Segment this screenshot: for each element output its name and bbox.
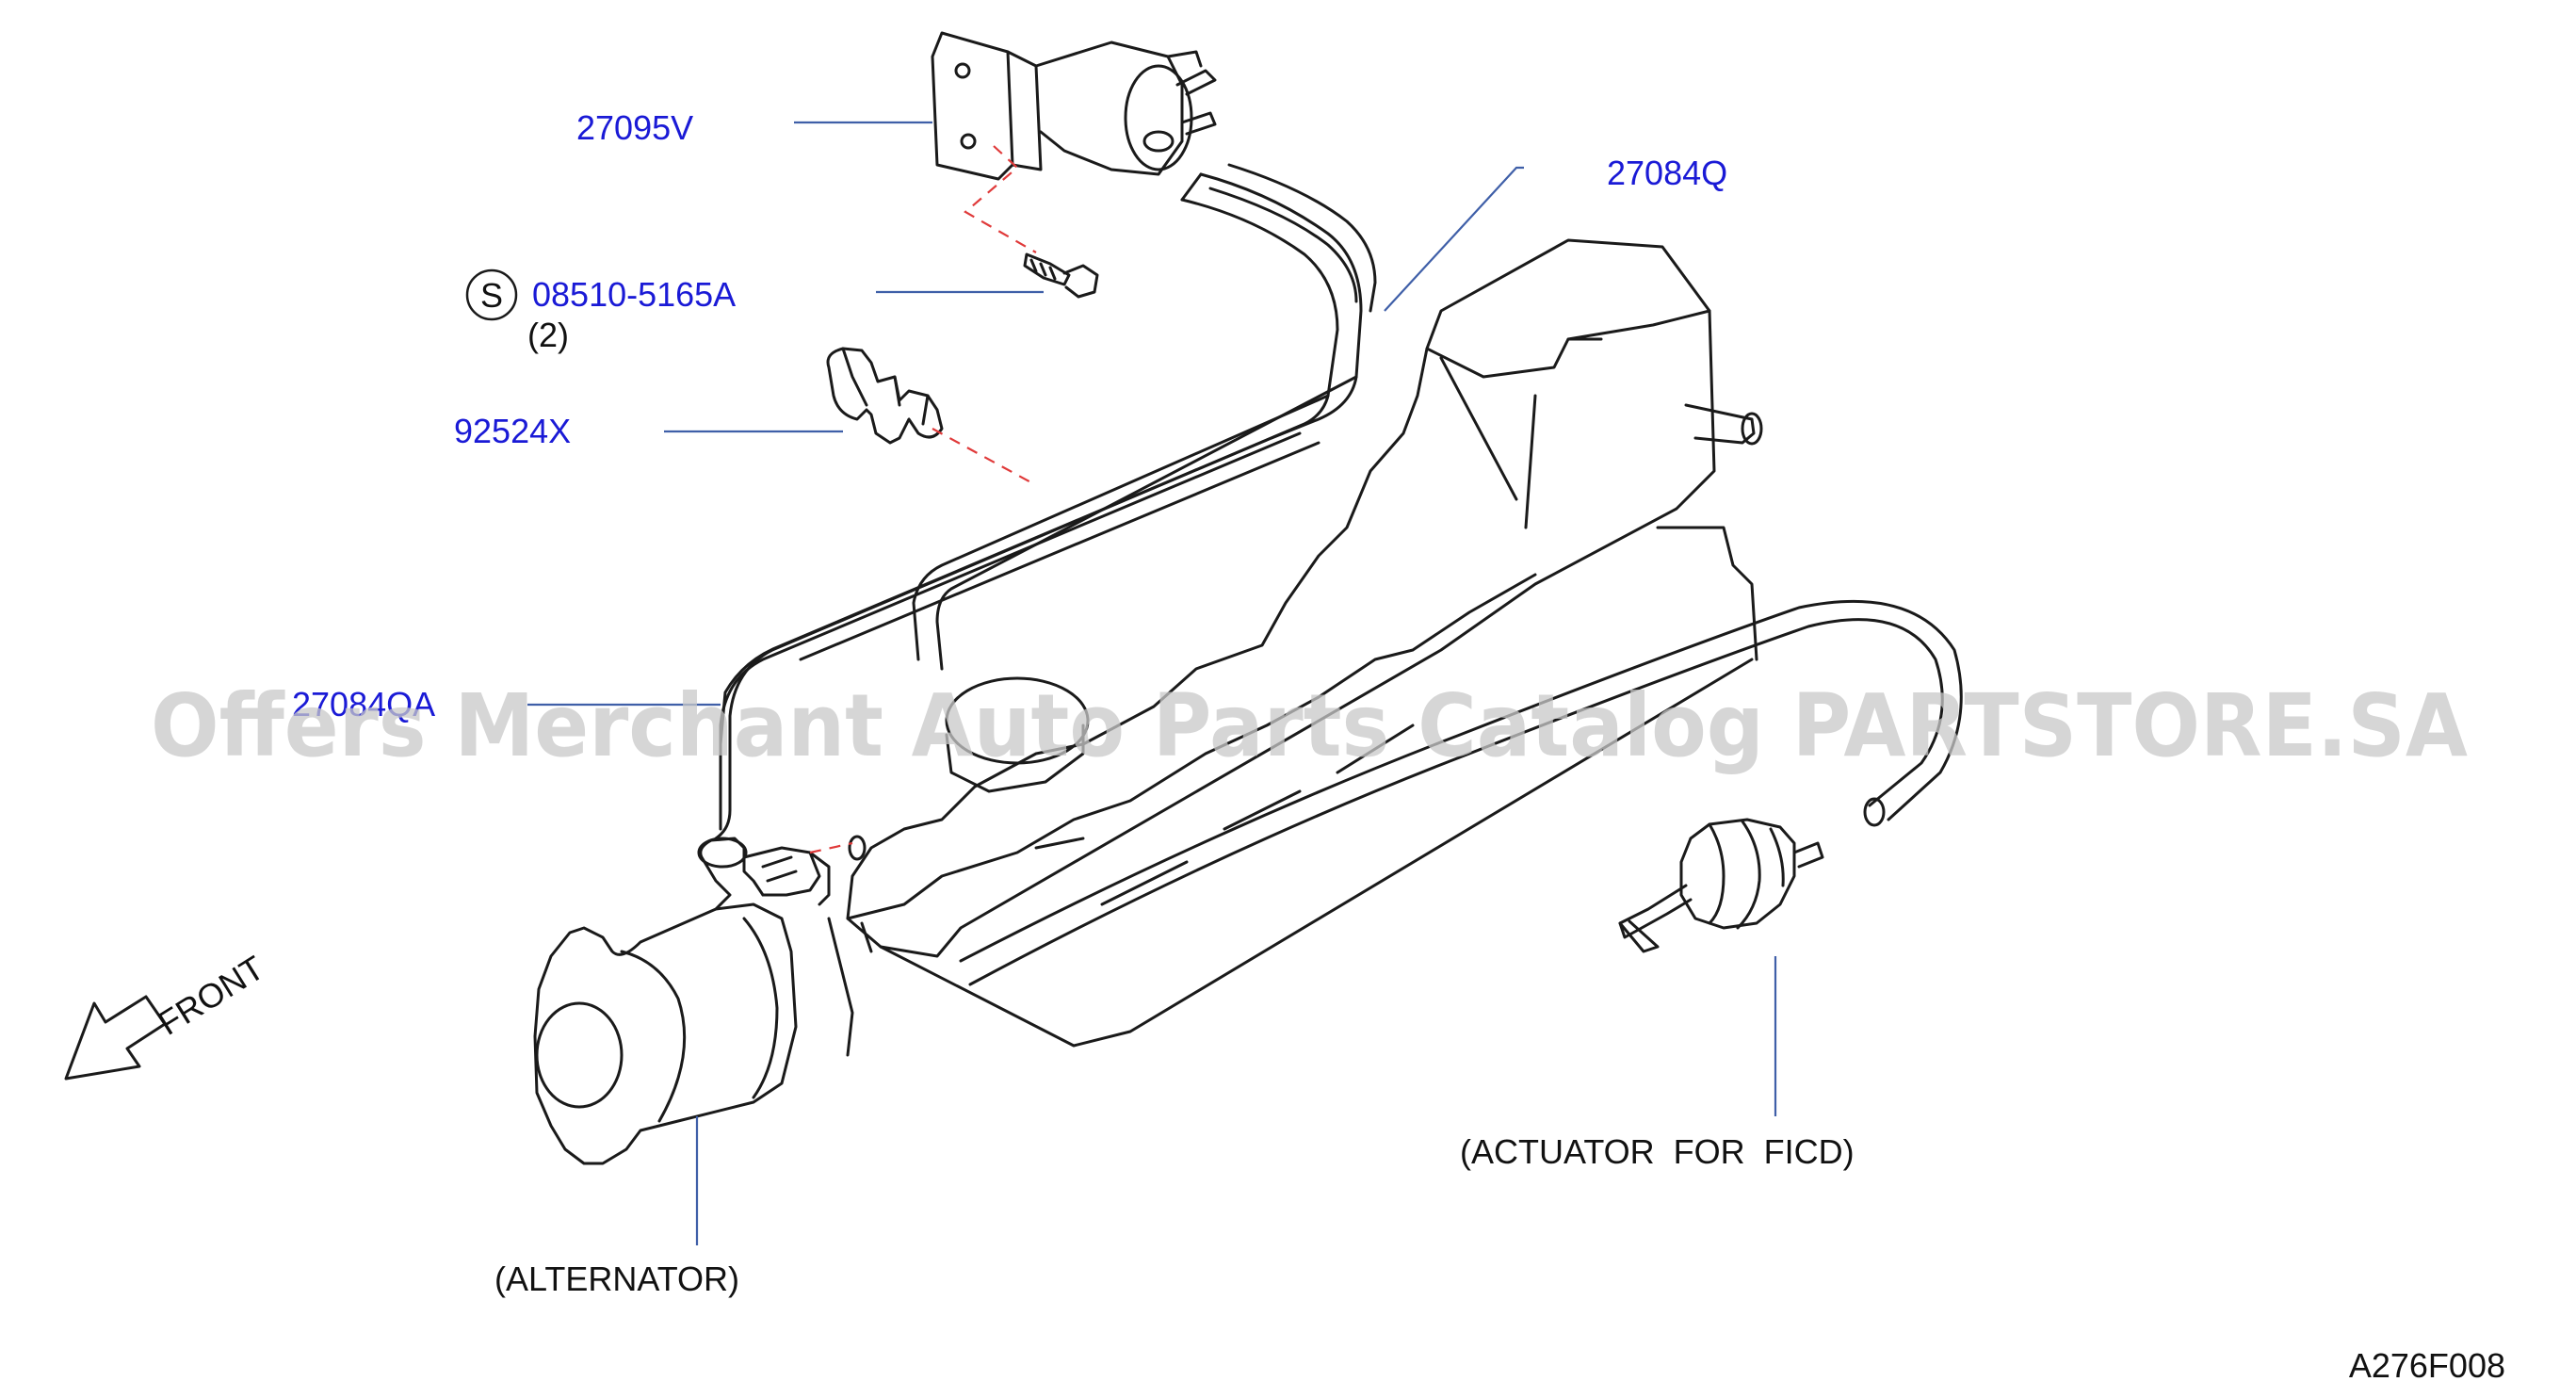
part-number-27084qa[interactable]: 27084QA: [292, 685, 435, 723]
leader-lines: [527, 121, 1777, 1245]
rocker-cover-drawing: [827, 238, 1763, 1057]
diagram-id: A276F008: [2349, 1346, 2505, 1385]
part-number-08510-5165a[interactable]: 08510-5165A: [532, 275, 736, 314]
front-arrow-icon: [64, 995, 167, 1081]
s-symbol: S: [480, 276, 503, 315]
alternator-drawing: [533, 835, 867, 1165]
alternator-label: (ALTERNATOR): [494, 1260, 739, 1298]
hose-clip-drawing: [826, 347, 944, 445]
ficd-actuator-drawing: [1618, 818, 1824, 953]
part-number-27095v[interactable]: 27095V: [576, 108, 693, 147]
part-number-27084q[interactable]: 27084Q: [1607, 154, 1727, 192]
watermark: Offers Merchant Auto Parts Catalog PARTS…: [151, 675, 2468, 776]
s-circle-icon: S: [465, 268, 518, 321]
ficd-actuator-label: (ACTUATOR FOR FICD): [1460, 1132, 1855, 1171]
vacuum-hoses: [714, 163, 1377, 840]
dashed-connectors: [809, 145, 1037, 854]
solenoid-valve-drawing: [931, 31, 1217, 181]
screw-drawing: [1023, 252, 1099, 299]
part-number-92524x[interactable]: 92524X: [454, 412, 571, 450]
part-quantity: (2): [527, 316, 569, 354]
ficd-hose: [959, 599, 1963, 986]
front-label: FRONT: [152, 948, 271, 1042]
